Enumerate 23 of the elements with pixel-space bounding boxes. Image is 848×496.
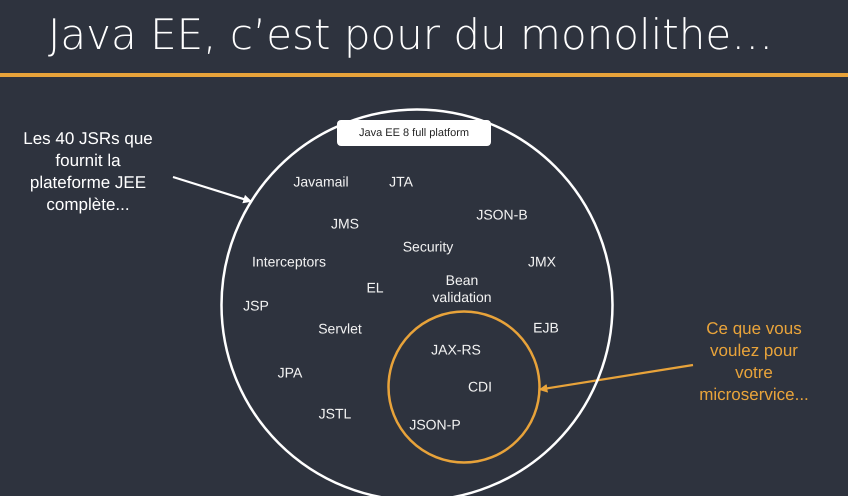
callout-text: Ce que vous voulez pour votre microservice... — [698, 318, 810, 406]
component-name: JAX-RS — [431, 342, 481, 358]
component-name: JPA — [278, 364, 302, 382]
component-name: EL — [366, 280, 384, 296]
component-name: JSON-P — [409, 416, 461, 434]
component-name: CDI — [468, 378, 492, 396]
component-name: JMS — [331, 216, 359, 232]
component-name: EJB — [533, 320, 559, 336]
component-name: Interceptors — [252, 254, 326, 270]
component-name: JTA — [389, 174, 413, 190]
component-name: Bean validation — [431, 272, 493, 306]
component-name: Javamail — [293, 174, 349, 190]
component-name: JSON-B — [476, 206, 528, 224]
component-name: Security — [402, 238, 454, 256]
platform-label: Java EE 8 full platform — [337, 120, 491, 146]
component-name: Servlet — [318, 320, 362, 338]
slide-title: Java EE, c’est pour du monolithe… — [48, 9, 774, 61]
arrow — [538, 364, 694, 393]
component-name: JMX — [528, 254, 556, 270]
arrow — [172, 176, 252, 204]
component-name: JSTL — [318, 406, 352, 422]
callout-text: Les 40 JSRs que fournit la plateforme JEE complète... — [22, 128, 154, 216]
component-name: JSP — [243, 298, 269, 314]
